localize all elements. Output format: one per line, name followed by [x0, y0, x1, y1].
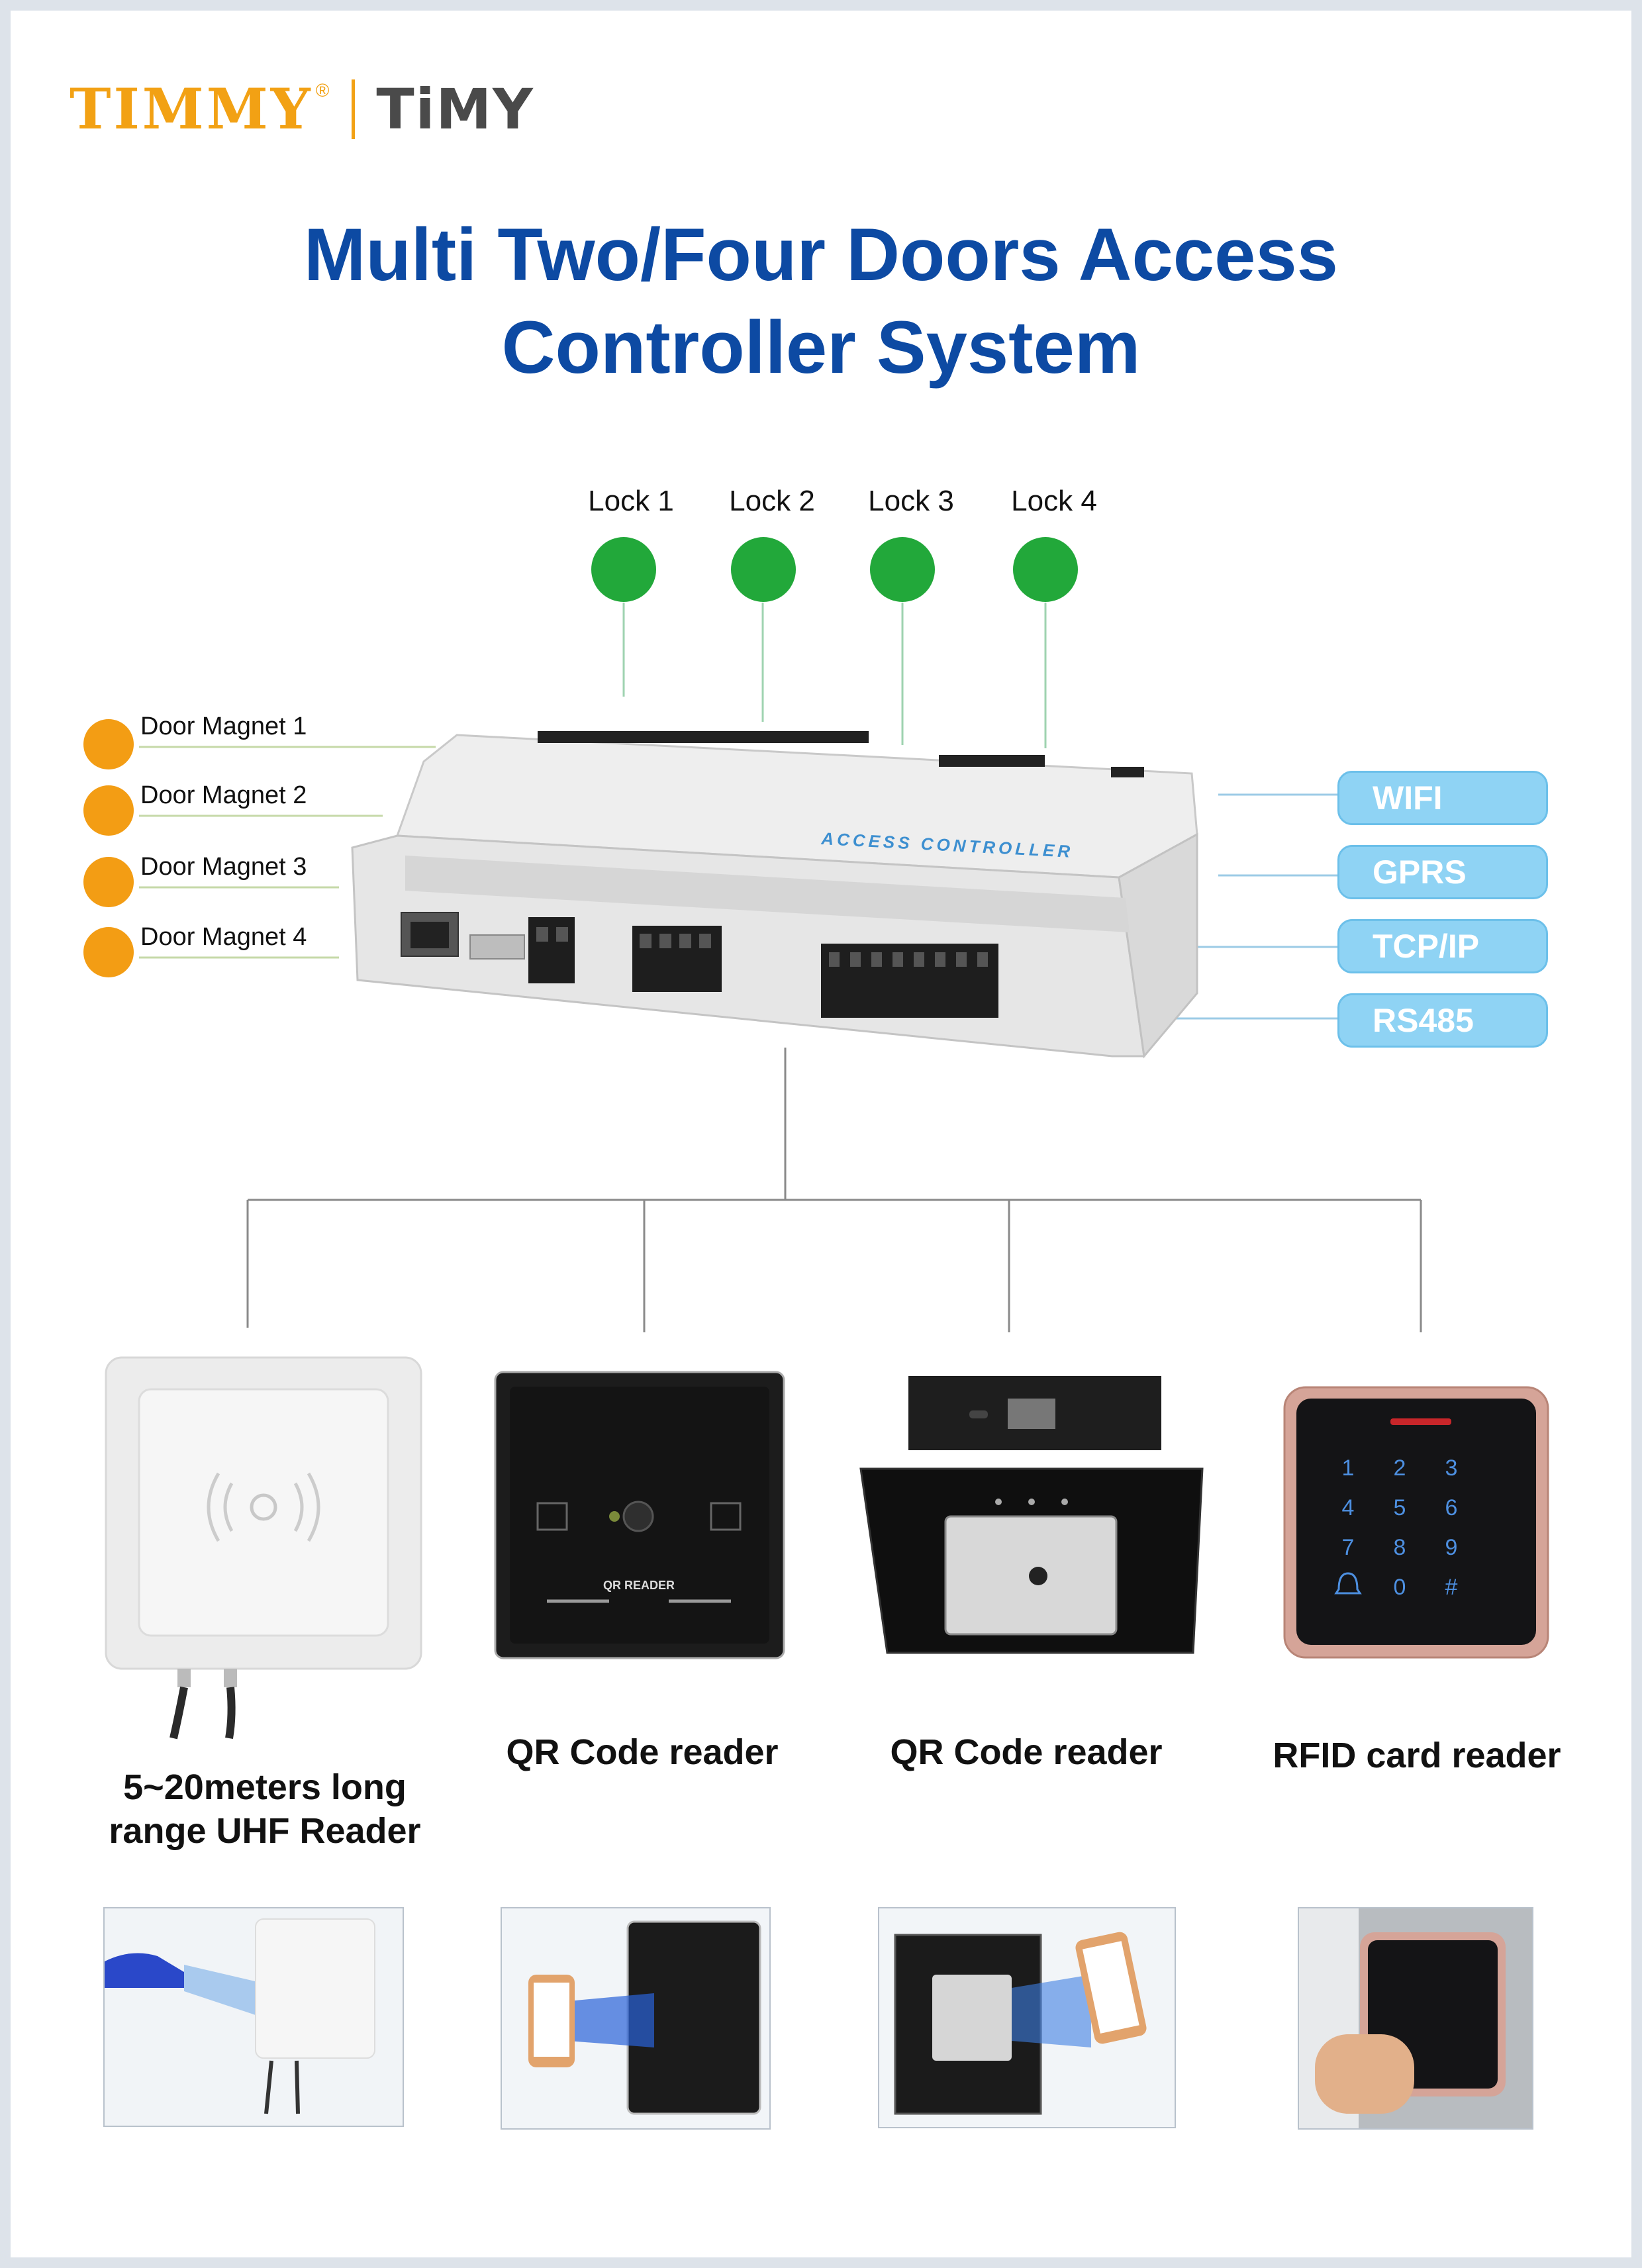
usage-photo-qr-1-art: [502, 1908, 769, 2128]
reader-label-qr-1: QR Code reader: [506, 1732, 779, 1772]
magnet-indicator-4: [83, 927, 134, 977]
title-line-2: Controller System: [501, 306, 1141, 389]
keypad-key: 0: [1394, 1575, 1406, 1600]
rfid-reader-image: [1283, 1386, 1549, 1659]
uhf-reader-image: [105, 1356, 422, 1740]
reader-label-rfid: RFID card reader: [1273, 1736, 1561, 1775]
lock-indicator-3: [870, 537, 935, 602]
page-title: Multi Two/Four Doors Access Controller S…: [0, 209, 1642, 394]
usage-photo-uhf: [103, 1907, 404, 2127]
lock-indicator-2: [731, 537, 796, 602]
registered-mark: ®: [315, 80, 330, 101]
keypad-key: 8: [1394, 1535, 1406, 1560]
lock-label-3: Lock 3: [868, 485, 954, 517]
brand-timy: TiMY: [376, 77, 534, 142]
keypad-key: 5: [1394, 1495, 1406, 1520]
keypad-key: 9: [1445, 1535, 1458, 1560]
usage-photo-uhf-art: [105, 1908, 403, 2126]
usage-photo-rfid-art: [1299, 1908, 1532, 2128]
brand-timmy: TIMMY: [70, 76, 313, 142]
lock-indicator-4: [1013, 537, 1078, 602]
bell-icon: [1334, 1572, 1362, 1595]
lock-label-4: Lock 4: [1011, 485, 1097, 517]
usage-photo-qr-1: [501, 1907, 771, 2130]
tcpip-pill: TCP/IP: [1337, 919, 1548, 973]
keypad-key: 4: [1342, 1495, 1355, 1520]
keypad-key: 1: [1342, 1455, 1355, 1481]
magnet-indicator-1: [83, 719, 134, 769]
brand-logo: TIMMY ® TiMY: [70, 76, 534, 142]
keypad-key: 7: [1342, 1535, 1355, 1560]
reader-label-uhf: 5~20meters long range UHF Reader: [79, 1765, 450, 1853]
lock-indicator-1: [591, 537, 656, 602]
lock-label-1: Lock 1: [588, 485, 674, 517]
lock-connectors: [622, 603, 1047, 748]
keypad-key: #: [1445, 1575, 1458, 1600]
title-line-1: Multi Two/Four Doors Access: [304, 213, 1338, 296]
qr-reader-1-image: QR READER: [494, 1371, 785, 1659]
lock-label-2: Lock 2: [729, 485, 815, 517]
usage-photo-qr-2: [878, 1907, 1176, 2128]
gprs-pill: GPRS: [1337, 845, 1548, 899]
connectivity-connectors: [1145, 793, 1339, 1020]
keypad-key: 2: [1394, 1455, 1406, 1481]
usage-photo-qr-2-art: [879, 1908, 1175, 2127]
brand-divider: [352, 79, 356, 139]
magnet-label-4: Door Magnet 4: [140, 923, 307, 951]
qr-reader-2-image: [859, 1376, 1204, 1654]
wifi-pill: WIFI: [1337, 771, 1548, 825]
rs485-pill: RS485: [1337, 993, 1548, 1048]
qr-reader-text: QR READER: [603, 1579, 675, 1592]
access-controller-device: ACCESS CONTROLLER: [351, 731, 1198, 1059]
keypad-key: 6: [1445, 1495, 1458, 1520]
reader-label-uhf-line1: 5~20meters long: [123, 1767, 407, 1807]
magnet-label-2: Door Magnet 2: [140, 781, 307, 809]
magnet-connectors: [139, 746, 436, 959]
reader-label-qr-2: QR Code reader: [890, 1732, 1163, 1772]
magnet-indicator-3: [83, 857, 134, 907]
keypad-keys: 1 2 3 4 5 6 7 8 9 0 #: [1334, 1455, 1458, 1600]
magnet-label-1: Door Magnet 1: [140, 713, 307, 740]
reader-tree: [246, 1048, 1422, 1332]
keypad-key: 3: [1445, 1455, 1458, 1481]
magnet-indicator-2: [83, 785, 134, 836]
magnet-label-3: Door Magnet 3: [140, 853, 307, 881]
usage-photo-rfid: [1298, 1907, 1533, 2130]
reader-label-uhf-line2: range UHF Reader: [109, 1811, 421, 1851]
